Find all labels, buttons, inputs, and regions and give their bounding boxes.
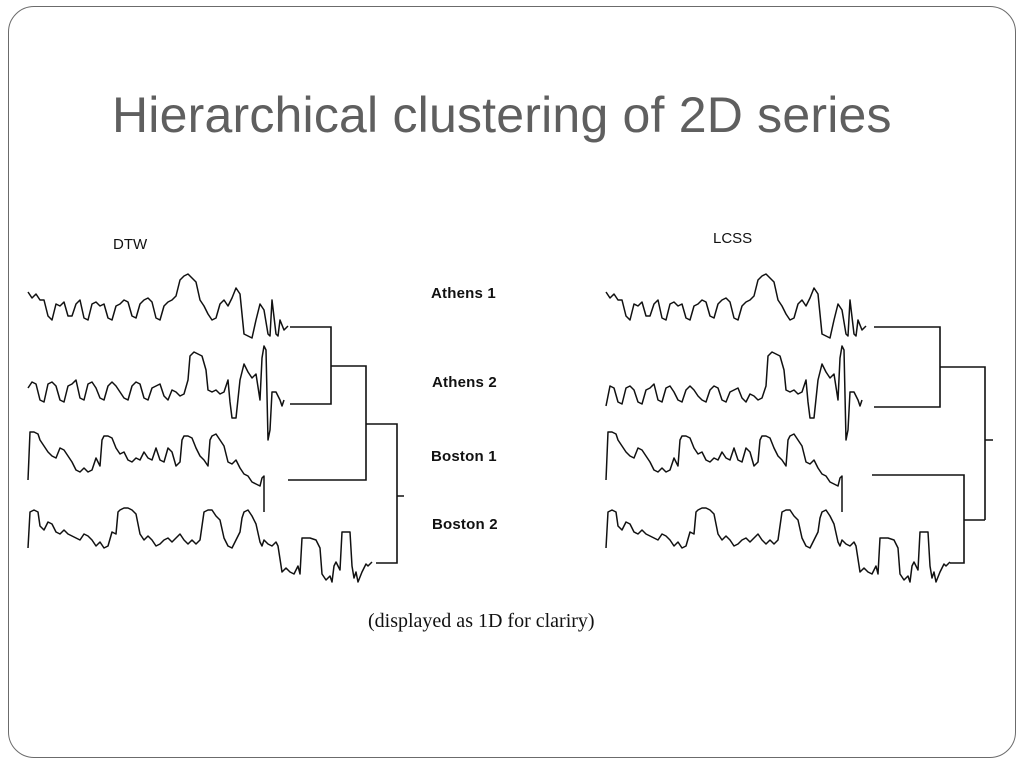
lcss-dendrogram [872,326,993,564]
lcss-series-athens-1 [605,273,867,339]
series-label-athens-2: Athens 2 [432,374,497,391]
slide-frame [8,6,1016,758]
dtw-series-boston-1 [27,431,265,512]
series-label-athens-1: Athens 1 [431,285,496,302]
dtw-dendrogram [288,326,404,564]
series-label-boston-2: Boston 2 [432,516,498,533]
dtw-series-boston-2 [27,507,373,583]
lcss-series-athens-2 [605,345,863,441]
caption: (displayed as 1D for clariry) [368,610,595,632]
series-label-boston-1: Boston 1 [431,448,497,465]
lcss-series-boston-1 [605,431,843,512]
panel-label-dtw: DTW [113,236,148,253]
dtw-series-athens-1 [27,273,289,339]
dtw-series-athens-2 [27,345,285,441]
lcss-series-boston-2 [605,507,951,583]
slide-title: Hierarchical clustering of 2D series [112,87,892,143]
panel-label-lcss: LCSS [713,230,753,247]
